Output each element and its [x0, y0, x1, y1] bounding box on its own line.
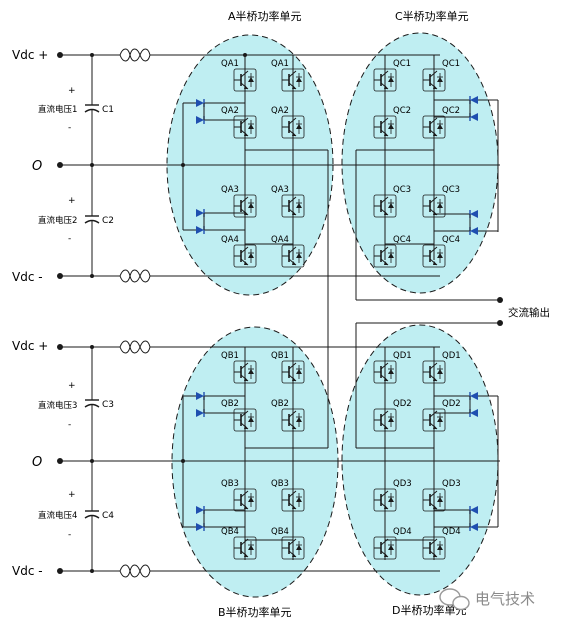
unit-c-title: C半桥功率单元 — [395, 9, 469, 23]
switch-label: QA3 — [271, 185, 289, 195]
switch-label: QC4 — [393, 235, 411, 245]
switch-label: QC3 — [442, 185, 460, 195]
switch-label: QB1 — [221, 351, 239, 361]
switch-label: QC4 — [442, 235, 460, 245]
switch-label: QC1 — [393, 59, 411, 69]
switch-label: QA1 — [221, 59, 239, 69]
unit-a-title: A半桥功率单元 — [228, 9, 302, 23]
rail-label-vdc-plus-bottom: Vdc + — [12, 339, 48, 353]
switch-label: QA2 — [221, 106, 239, 116]
polarity-minus: - — [68, 123, 71, 133]
switch-label: QD1 — [393, 351, 412, 361]
capacitor-label-c1: C1 — [102, 105, 114, 115]
switch-label: QB3 — [221, 479, 239, 489]
capacitor-label-c2: C2 — [102, 216, 114, 226]
switch-label: QB2 — [271, 399, 289, 409]
switch-label: QB4 — [271, 527, 289, 537]
switch-label: QD2 — [393, 399, 412, 409]
switch-label: QB2 — [221, 399, 239, 409]
rail-label-o-bottom: O — [32, 455, 42, 470]
capacitor-label-c4: C4 — [102, 511, 114, 521]
polarity-minus: - — [68, 234, 71, 244]
switch-label: QD2 — [442, 399, 461, 409]
rail-label-vdc-minus-bottom: Vdc - — [12, 564, 43, 578]
switch-label: QB4 — [221, 527, 239, 537]
switch-label: QB1 — [271, 351, 289, 361]
dc-source-label-3: 直流电压3 — [38, 400, 77, 411]
switch-label: QA1 — [271, 59, 289, 69]
fuse-icon — [119, 269, 151, 283]
rail-label-o-top: O — [32, 159, 42, 174]
switch-label: QB3 — [271, 479, 289, 489]
switch-label: QC1 — [442, 59, 460, 69]
watermark-text: 电气技术 — [475, 590, 535, 608]
rail-label-vdc-plus-top: Vdc + — [12, 48, 48, 62]
dc-source-label-4: 直流电压4 — [38, 510, 77, 521]
unit-b-zone — [171, 326, 339, 598]
polarity-plus: + — [68, 490, 76, 500]
capacitor-label-c3: C3 — [102, 400, 114, 410]
dc-source-label-2: 直流电压2 — [38, 215, 77, 226]
polarity-plus: + — [68, 381, 76, 391]
dc-source-label-1: 直流电压1 — [38, 104, 77, 115]
switch-label: QD1 — [442, 351, 461, 361]
unit-d-zone — [341, 324, 499, 596]
polarity-plus: + — [68, 196, 76, 206]
switch-label: QA3 — [221, 185, 239, 195]
switch-label: QC3 — [393, 185, 411, 195]
switch-label: QD3 — [393, 479, 412, 489]
switch-label: QC2 — [393, 106, 411, 116]
switch-label: QA2 — [271, 106, 289, 116]
switch-label: QC2 — [442, 106, 460, 116]
wechat-icon — [439, 588, 470, 611]
unit-c-zone — [341, 32, 499, 294]
rail-label-vdc-minus-top: Vdc - — [12, 270, 43, 284]
unit-b-title: B半桥功率单元 — [218, 605, 292, 619]
switch-label: QD3 — [442, 479, 461, 489]
fuse-icon — [119, 340, 151, 354]
ac-output-label: 交流输出 — [508, 306, 550, 319]
switch-label: QD4 — [442, 527, 461, 537]
polarity-minus: - — [68, 530, 71, 540]
unit-d-title: D半桥功率单元 — [392, 603, 466, 617]
switch-label: QD4 — [393, 527, 412, 537]
switch-label: QA4 — [271, 235, 289, 245]
polarity-minus: - — [68, 420, 71, 430]
switch-label: QA4 — [221, 235, 239, 245]
fuse-icon — [119, 564, 151, 578]
polarity-plus: + — [68, 86, 76, 96]
fuse-icon — [119, 48, 151, 62]
